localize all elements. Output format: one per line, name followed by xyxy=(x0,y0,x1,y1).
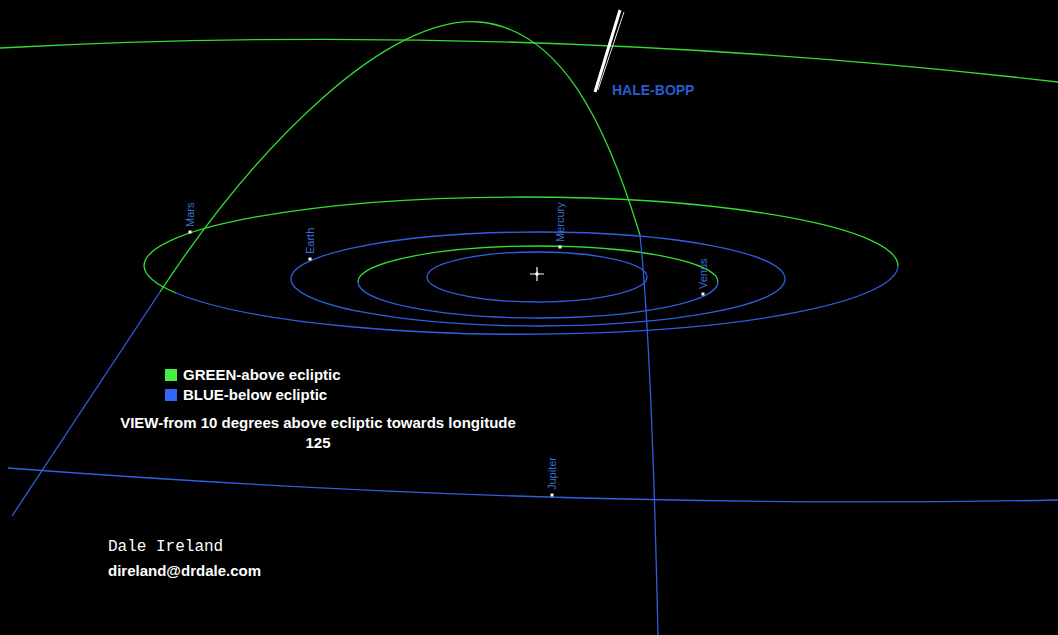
mars-orbit xyxy=(144,266,176,293)
planet-name: Venus xyxy=(697,258,710,289)
jupiter-orbit xyxy=(0,39,1058,82)
mercury-orbit xyxy=(358,246,718,282)
planet-name: Earth xyxy=(304,228,317,254)
jupiter-orbit xyxy=(8,468,1058,502)
mars-orbit xyxy=(176,266,898,334)
legend-entry: BLUE-below ecliptic xyxy=(165,386,327,403)
mercury-orbit xyxy=(358,282,718,318)
mercury-inner-orbit xyxy=(427,252,647,277)
legend-swatch xyxy=(165,389,177,401)
planet-name: Mercury xyxy=(554,202,567,242)
earth-venus-orbit xyxy=(291,279,785,326)
comet-name: HALE-BOPP xyxy=(612,82,694,98)
comet-orbit xyxy=(160,22,640,292)
comet-orbit xyxy=(640,235,658,635)
planet-name: Jupiter xyxy=(546,457,559,490)
earth-venus-orbit xyxy=(291,232,785,279)
planet-marker xyxy=(309,258,312,261)
mars-orbit xyxy=(144,197,898,266)
comet-tail xyxy=(595,10,620,92)
sun xyxy=(535,272,539,276)
planet-marker xyxy=(551,494,554,497)
comet-tail xyxy=(598,12,624,90)
legend-entry: GREEN-above ecliptic xyxy=(165,366,341,383)
planet-marker xyxy=(189,231,192,234)
sun-star xyxy=(530,267,544,281)
planet-name: Mars xyxy=(184,203,197,227)
view-note: VIEW-from 10 degrees above ecliptic towa… xyxy=(108,413,528,453)
comet-orbit xyxy=(12,292,160,516)
legend-text: BLUE-below ecliptic xyxy=(183,386,327,403)
planet-marker xyxy=(559,246,562,249)
planet-marker xyxy=(702,293,705,296)
legend-text: GREEN-above ecliptic xyxy=(183,366,341,383)
author-email: direland@drdale.com xyxy=(108,562,261,579)
legend-swatch xyxy=(165,369,177,381)
author-name: Dale Ireland xyxy=(108,538,223,556)
